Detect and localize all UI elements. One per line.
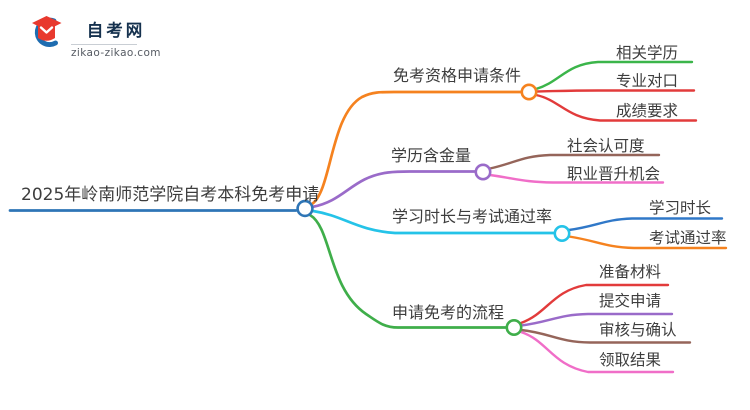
node-circle-exemption-eligibility-conditions (520, 83, 538, 101)
branch-label-exemption-eligibility-conditions: 免考资格申请条件 (393, 66, 522, 85)
subnode-label-prepare-materials: 准备材料 (599, 263, 662, 281)
node-circle-degree-value (474, 163, 492, 181)
subnode-line-collect-results (519, 330, 675, 374)
branch-line-exemption-eligibility-conditions (310, 90, 523, 206)
logo-divider (71, 44, 137, 45)
subnode-line-study-duration (567, 217, 724, 232)
node-circle-exemption-application-process (505, 318, 523, 336)
branch-line-degree-value (310, 170, 478, 209)
node-circle-root (296, 199, 314, 218)
root-node-label: 2025年岭南师范学院自考本科免考申请 (21, 185, 320, 205)
subnode-label-related-education: 相关学历 (616, 44, 679, 62)
subnode-label-social-recognition: 社会认可度 (567, 137, 645, 155)
subnode-line-exam-pass-rate (567, 235, 728, 250)
subnode-line-social-recognition (488, 153, 661, 170)
subnode-label-career-promotion: 职业晋升机会 (567, 165, 661, 183)
branch-label-study-duration-pass-rate: 学习时长与考试通过率 (392, 207, 553, 226)
subnode-label-major-match: 专业对口 (616, 72, 679, 90)
subnode-label-review-confirmation: 审核与确认 (599, 321, 677, 339)
site-logo: 自考网 zikao-zikao.com (29, 13, 161, 59)
subnode-label-collect-results: 领取结果 (599, 351, 662, 369)
branch-label-exemption-application-process: 申请免考的流程 (392, 303, 505, 322)
subnode-label-study-duration: 学习时长 (649, 199, 712, 217)
logo-subtitle: zikao-zikao.com (71, 47, 161, 59)
subnode-line-career-promotion (488, 173, 665, 184)
subnode-line-review-confirmation (519, 328, 692, 344)
subnode-label-submit-application: 提交申请 (599, 292, 662, 310)
graduation-cap-icon (32, 16, 62, 48)
logo-title: 自考网 (86, 21, 146, 40)
subnode-line-related-education (534, 60, 694, 91)
subnode-line-prepare-materials (519, 283, 670, 325)
logo-text-block: 自考网 zikao-zikao.com (71, 13, 161, 59)
node-circle-study-duration-pass-rate (553, 225, 571, 243)
branch-line-study-duration-pass-rate (311, 209, 557, 235)
subnode-label-grade-requirements: 成绩要求 (616, 102, 679, 120)
subnode-label-exam-pass-rate: 考试通过率 (649, 229, 727, 247)
branch-line-exemption-application-process (308, 213, 509, 329)
subnode-line-grade-requirements (534, 93, 698, 122)
subnode-line-major-match (534, 89, 696, 93)
branch-label-degree-value: 学历含金量 (391, 146, 472, 165)
subnode-line-submit-application (519, 312, 674, 327)
